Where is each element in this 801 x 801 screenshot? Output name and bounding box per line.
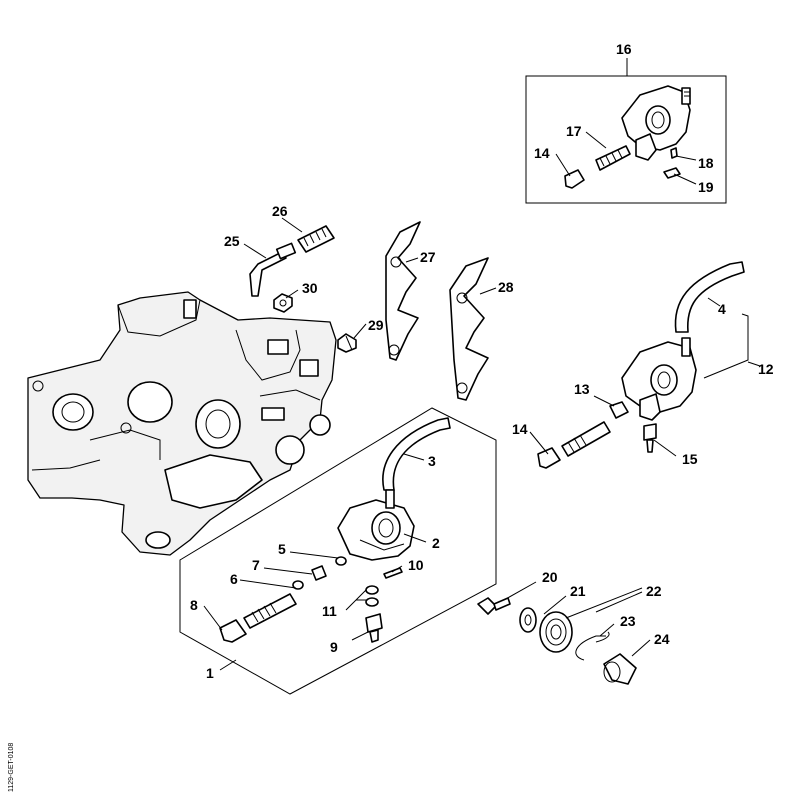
screw-9 [365, 613, 383, 643]
screw-20 [477, 597, 511, 615]
drawing-code-text: 1129-GET-0108 [8, 742, 15, 792]
spring-7 [311, 565, 327, 581]
oil-hose-3 [382, 417, 451, 491]
label-10: 10 [408, 557, 424, 573]
label-30: 30 [302, 280, 318, 296]
worm-shaft-inset [595, 145, 631, 171]
oil-pump-2 [337, 489, 415, 561]
nut-30 [273, 293, 293, 313]
leader-lines [203, 217, 761, 671]
cap-14-right [537, 447, 561, 469]
washer-6 [292, 580, 304, 590]
label-21: 21 [570, 583, 586, 599]
label-16: 16 [616, 41, 632, 57]
label-1: 1 [206, 665, 214, 681]
pin-inset [663, 147, 681, 179]
label-9: 9 [330, 639, 338, 655]
label-24: 24 [654, 631, 670, 647]
drawing-code: 1129-GET-0108 [0, 730, 15, 800]
bumper-spike-28 [449, 257, 489, 401]
oil-pump-inset [621, 85, 691, 161]
worm-shaft-6 [243, 593, 297, 629]
label-6: 6 [230, 571, 238, 587]
label-8: 8 [190, 597, 198, 613]
screw-29 [337, 333, 357, 353]
crankcase [27, 291, 337, 556]
inset-leaders [555, 131, 697, 185]
ring-5 [335, 556, 347, 566]
label-12: 12 [758, 361, 774, 377]
label-4: 4 [718, 301, 726, 317]
label-28: 28 [498, 279, 514, 295]
bumper-spike-27 [385, 221, 421, 361]
label-11: 11 [322, 603, 337, 619]
label-22: 22 [646, 583, 662, 599]
cap-8 [219, 619, 247, 643]
needle-cage-24 [603, 653, 637, 685]
label-20: 20 [542, 569, 558, 585]
part-labels: 16 17 14 18 19 26 25 27 28 30 29 4 12 13… [190, 41, 774, 681]
label-3: 3 [428, 453, 436, 469]
label-23: 23 [620, 613, 636, 629]
label-15: 15 [682, 451, 698, 467]
label-25: 25 [224, 233, 240, 249]
e-clip-23 [575, 631, 610, 661]
label-19: 19 [698, 179, 714, 195]
screw-15 [643, 423, 657, 453]
o-rings-11 [365, 585, 379, 607]
label-2: 2 [432, 535, 440, 551]
label-27: 27 [420, 249, 436, 265]
label-13: 13 [574, 381, 590, 397]
label-5: 5 [278, 541, 286, 557]
pin-10 [383, 567, 403, 579]
chain-sprocket-22 [539, 611, 573, 653]
worm-shaft-right [561, 421, 611, 457]
label-14b: 14 [512, 421, 528, 437]
label-14a: 14 [534, 145, 550, 161]
inset-box-16 [525, 58, 727, 204]
label-18: 18 [698, 155, 714, 171]
label-29: 29 [368, 317, 384, 333]
assembly-box-1 [179, 407, 497, 695]
spring-13 [609, 401, 629, 419]
oil-hose-4 [674, 261, 745, 333]
cap-inset [564, 169, 585, 189]
washer-21 [519, 607, 537, 633]
label-26: 26 [272, 203, 288, 219]
label-7: 7 [252, 557, 260, 573]
label-17: 17 [566, 123, 582, 139]
sleeve-26 [297, 225, 335, 253]
oil-pump-12 [621, 337, 697, 421]
bolt-25 [249, 242, 297, 297]
